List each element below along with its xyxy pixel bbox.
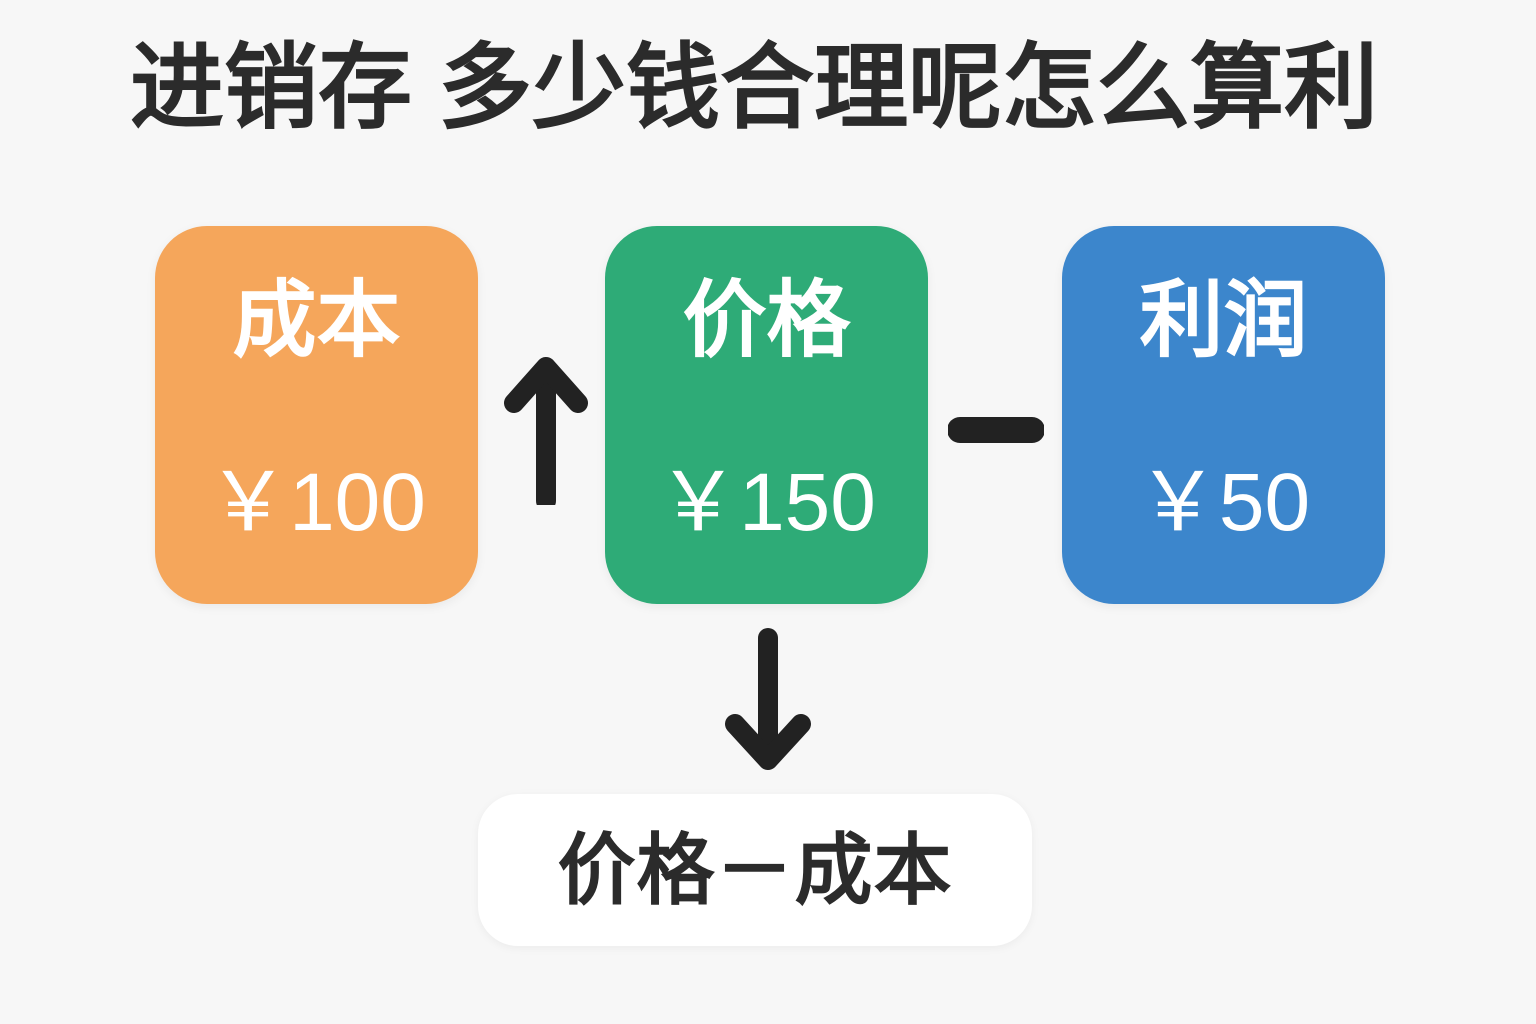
card-cost-label: 成本	[232, 273, 401, 367]
page-title: 进销存 多少钱合理呢怎么算利	[130, 35, 1379, 140]
formula-text: 价格－成本	[557, 826, 953, 914]
card-profit-label: 利润	[1139, 273, 1308, 367]
card-price-label: 价格	[682, 273, 851, 367]
card-profit-amount: ￥50	[1136, 457, 1311, 548]
card-price: 价格 ￥150	[605, 226, 928, 604]
card-cost: 成本 ￥100	[155, 226, 478, 604]
card-price-amount: ￥150	[657, 457, 876, 548]
minus-sign-icon	[947, 405, 1045, 455]
formula-box: 价格－成本	[478, 794, 1032, 946]
card-cost-amount: ￥100	[207, 457, 426, 548]
down-arrow-icon	[722, 628, 814, 773]
up-arrow-icon	[500, 355, 592, 511]
card-profit: 利润 ￥50	[1062, 226, 1385, 604]
